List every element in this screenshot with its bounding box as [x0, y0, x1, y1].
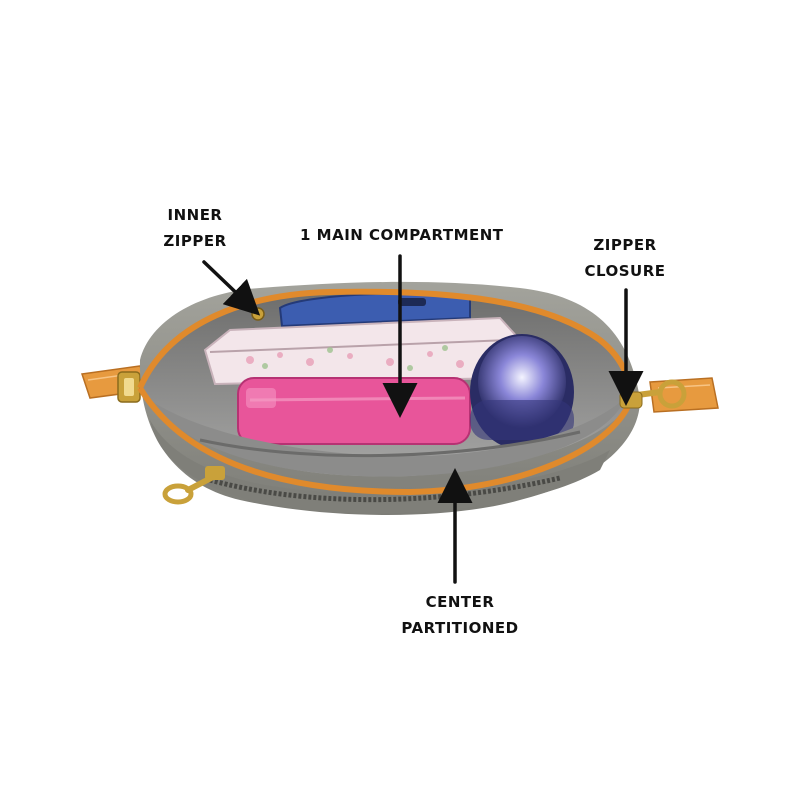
outer-zipper-pull [162, 466, 225, 505]
right-strap [629, 377, 719, 413]
main-zipper-tape-lower [137, 386, 633, 496]
label-line: INNER [167, 206, 223, 224]
outer-zipper-track [209, 475, 561, 503]
inner-zipper-pull [251, 307, 265, 321]
center-partition [199, 430, 581, 458]
pink-pouch-item [237, 377, 471, 445]
label-line: ZIPPER [163, 232, 227, 250]
label-line: ZIPPER [593, 236, 657, 254]
label-inner-zipper: INNER ZIPPER [150, 202, 240, 254]
arrow-inner-zipper [202, 260, 261, 316]
label-zipper-closure: ZIPPER CLOSURE [580, 232, 670, 284]
label-line: PARTITIONED [401, 619, 519, 637]
bottle-item [470, 334, 574, 450]
main-zipper-pull [619, 391, 643, 409]
label-line: CENTER [425, 593, 495, 611]
label-line: CLOSURE [584, 262, 666, 280]
label-main-compartment: 1 MAIN COMPARTMENT [300, 222, 504, 248]
lining-fold [150, 398, 625, 477]
main-zipper-tape [137, 288, 634, 403]
annotation-arrows [202, 254, 644, 584]
label-center-partitioned: CENTER PARTITIONED [395, 589, 525, 641]
label-line: 1 MAIN COMPARTMENT [300, 226, 504, 244]
